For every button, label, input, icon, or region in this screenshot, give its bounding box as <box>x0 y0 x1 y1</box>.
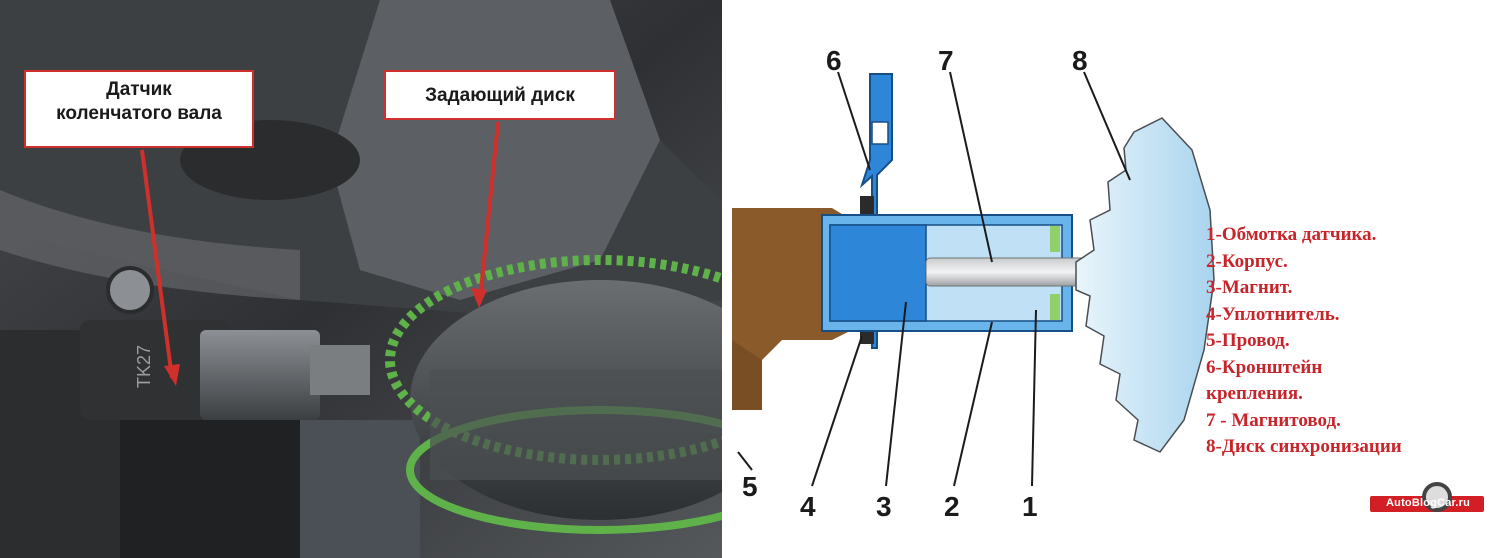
legend-item-4: 4-Уплотнитель. <box>1206 303 1340 325</box>
sensor-marking: TK27 <box>134 345 154 388</box>
diagram-illustration: 6 7 8 5 4 3 2 1 <box>732 45 1215 522</box>
watermark-text: AutoBlogCar.ru <box>1386 497 1471 509</box>
sensor-body <box>80 320 230 420</box>
legend-item-7: 7 - Магнитовод. <box>1206 409 1341 431</box>
label-4: 4 <box>800 491 816 522</box>
callout-disk-label: Задающий диск <box>425 85 575 106</box>
legend-item-3: 3-Магнит. <box>1206 277 1293 298</box>
label-5: 5 <box>742 471 758 502</box>
label-3: 3 <box>876 491 892 522</box>
label-6: 6 <box>826 45 842 76</box>
watermark-logo: AutoBlogCar.ru <box>1370 482 1484 516</box>
reluctor-teeth <box>385 255 722 465</box>
magnet <box>829 224 927 322</box>
callout-crankshaft-sensor: Датчик коленчатого вала <box>24 70 254 148</box>
sync-disk <box>1075 117 1215 453</box>
arrow-to-disk <box>471 121 500 308</box>
legend-item-1: 1-Обмотка датчика. <box>1206 224 1377 245</box>
core-rod <box>925 257 1087 287</box>
arrow-to-sensor <box>140 149 180 386</box>
label-1: 1 <box>1022 491 1038 522</box>
label-7: 7 <box>938 45 954 76</box>
legend-item-8: 8-Диск синхронизации <box>1206 436 1402 457</box>
callout-drive-disk: Задающий диск <box>384 70 616 120</box>
callout-sensor-line-2: коленчатого вала <box>56 103 222 124</box>
sensor-photo: TK27 Датчик коленчатого вала Задающий ди… <box>0 0 722 558</box>
callout-sensor-line-1: Датчик <box>106 79 172 100</box>
label-8: 8 <box>1072 45 1088 76</box>
legend-item-6-cont: крепления. <box>1206 383 1303 404</box>
legend-item-5: 5-Провод. <box>1206 330 1290 351</box>
parts-legend: 1-Обмотка датчика. 2-Корпус. 3-Магнит. 4… <box>1206 222 1402 461</box>
legend-item-2: 2-Корпус. <box>1206 250 1288 272</box>
wheel-icon <box>1422 482 1452 512</box>
sensor-diagram: 6 7 8 5 4 3 2 1 1-Обмотка датчика. 2-Кор… <box>722 0 1490 558</box>
label-2: 2 <box>944 491 960 522</box>
legend-item-6: 6-Кронштейн <box>1206 356 1323 378</box>
